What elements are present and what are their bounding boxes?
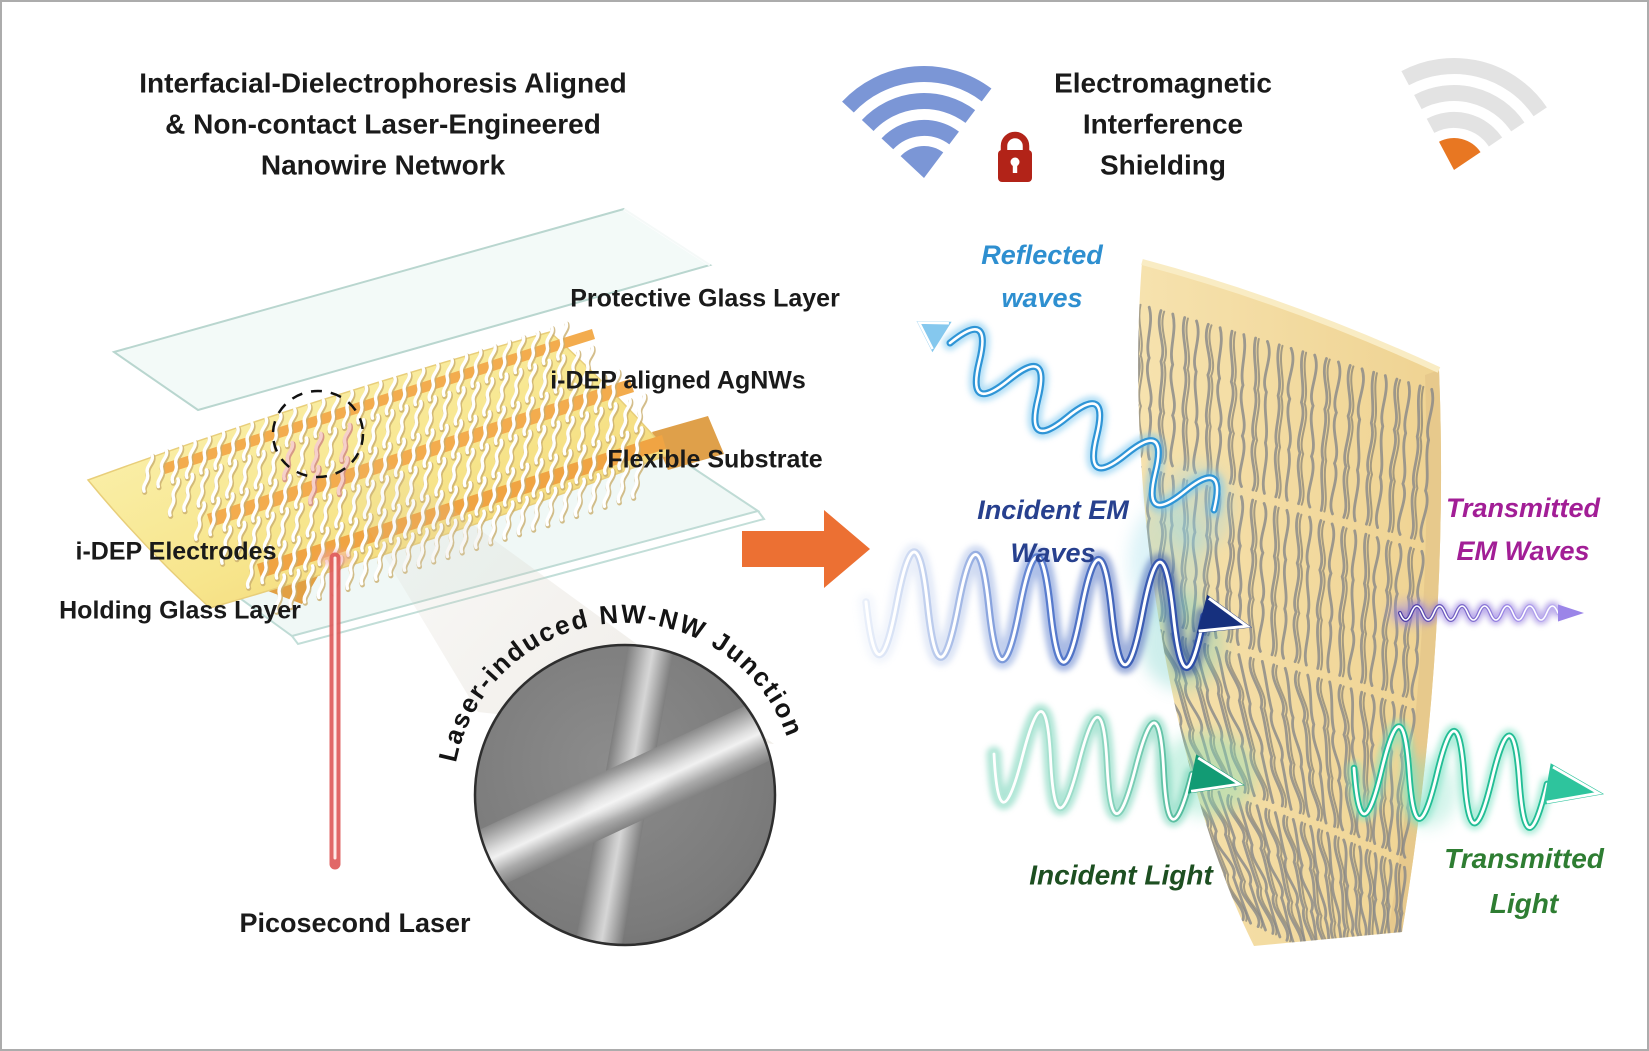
- label-flexible-substrate: Flexible Substrate: [607, 445, 823, 474]
- membrane-nanowire-fibers: [1138, 302, 1435, 946]
- transmitted-light-wave: [1347, 719, 1605, 835]
- dashed-highlight-circle: [271, 389, 365, 479]
- right-panel-title: Electromagnetic Interference Shielding: [1054, 67, 1272, 181]
- laser-beam-icon: [319, 547, 351, 879]
- label-idep-electrodes: i-DEP Electrodes: [75, 537, 277, 566]
- transmitted-em-wave: [1395, 601, 1584, 625]
- incident-em-wave: [857, 543, 1252, 677]
- label-transmitted-light: Transmitted Light: [1444, 843, 1604, 919]
- wifi-with-lock-icon: [842, 65, 1032, 182]
- padlock-icon: [998, 131, 1032, 182]
- protective-glass-layer: [111, 207, 713, 412]
- label-incident-light: Incident Light: [1029, 859, 1213, 891]
- label-picosecond-laser: Picosecond Laser: [239, 907, 471, 938]
- label-holding-glass: Holding Glass Layer: [59, 596, 301, 625]
- left-panel-title: Interfacial-Dielectrophoresis Aligned & …: [139, 67, 627, 181]
- wifi-weak-signal-icon: [1401, 57, 1547, 170]
- incident-light-wave: [986, 704, 1245, 827]
- reflected-wave: [916, 321, 1225, 518]
- label-transmitted-em-waves: Transmitted EM Waves: [1445, 492, 1601, 566]
- label-incident-em-waves: Incident EM Waves: [977, 494, 1129, 568]
- right-arrow-icon: [742, 510, 870, 588]
- label-aligned-agnws: i-DEP aligned AgNWs: [550, 366, 806, 395]
- sem-junction-photo: [473, 643, 777, 947]
- label-protective-glass: Protective Glass Layer: [570, 284, 840, 313]
- label-reflected-waves: Reflected waves: [981, 239, 1103, 313]
